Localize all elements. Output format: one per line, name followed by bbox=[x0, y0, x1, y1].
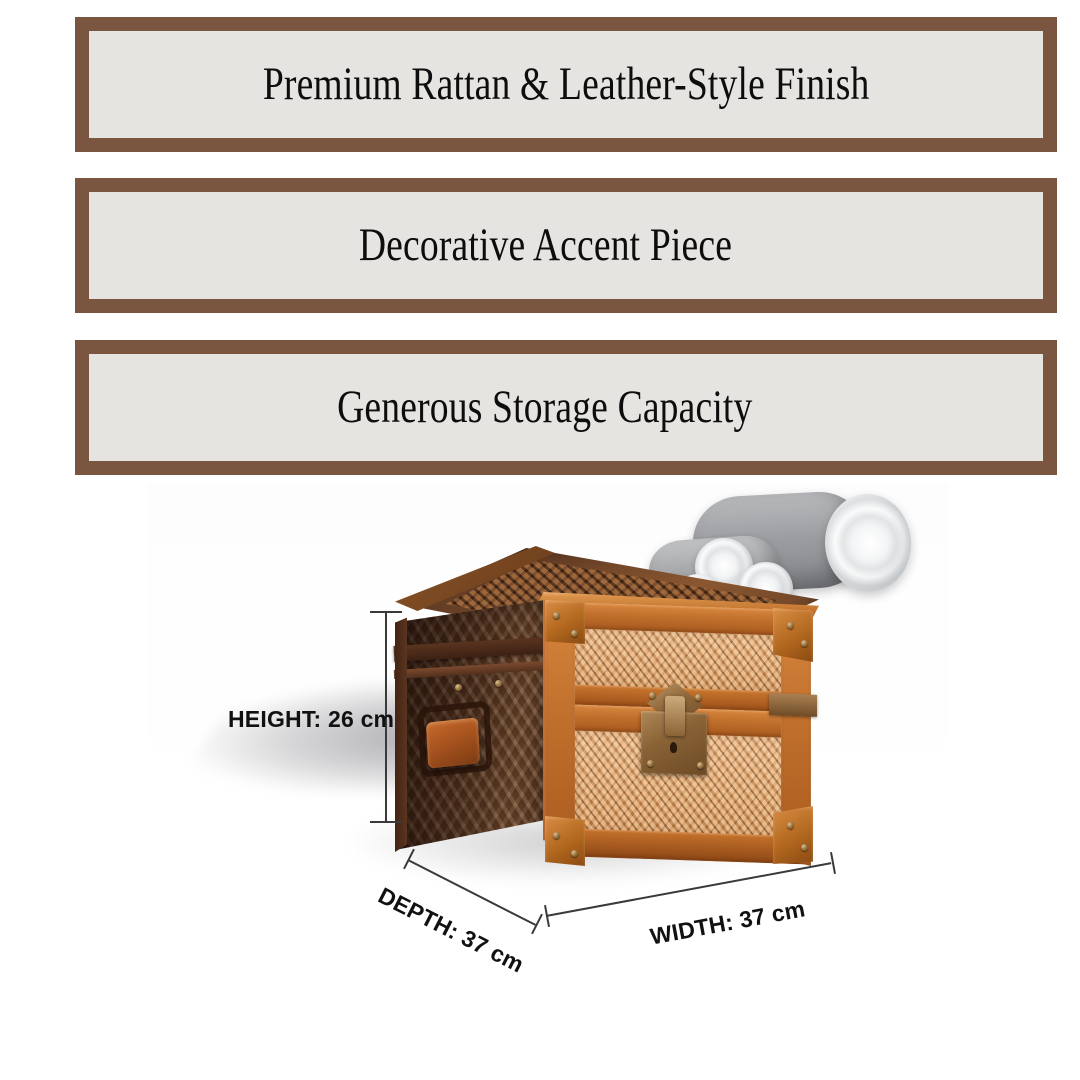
trunk-latch-tongue bbox=[665, 695, 685, 737]
feature-banner-3: Generous Storage Capacity bbox=[75, 340, 1057, 475]
trunk-rivet bbox=[455, 684, 462, 691]
trunk-brass-strap bbox=[769, 693, 817, 717]
storage-trunk bbox=[393, 489, 914, 866]
height-dimension-cap-top bbox=[370, 611, 402, 613]
height-dimension-cap-bottom bbox=[370, 821, 402, 823]
trunk-corner-bottom-right bbox=[773, 806, 813, 864]
trunk-rivet bbox=[647, 760, 654, 767]
product-photo-scene: HEIGHT: 26 cm DEPTH: 37 cm WIDTH: 37 cm bbox=[148, 484, 948, 1080]
trunk-side-edge bbox=[395, 617, 407, 852]
trunk-rivet bbox=[495, 680, 502, 687]
trunk-rivet bbox=[697, 762, 704, 769]
trunk-rivet bbox=[801, 640, 808, 647]
trunk-corner-top-left bbox=[545, 600, 585, 644]
width-dimension-label: WIDTH: 37 cm bbox=[648, 895, 808, 950]
trunk-keyhole-icon bbox=[670, 741, 677, 754]
trunk-rivet bbox=[553, 612, 560, 619]
depth-dimension-label: DEPTH: 37 cm bbox=[374, 882, 529, 978]
trunk-side-handle bbox=[425, 717, 481, 769]
trunk-rivet bbox=[695, 694, 702, 701]
trunk-rivet bbox=[571, 850, 578, 857]
trunk-corner-top-right bbox=[773, 608, 813, 662]
feature-banner-3-label: Generous Storage Capacity bbox=[337, 380, 753, 433]
trunk-rivet bbox=[787, 822, 794, 829]
trunk-rivet bbox=[649, 692, 656, 699]
height-dimension-label: HEIGHT: 26 cm bbox=[228, 706, 395, 732]
product-photo: HEIGHT: 26 cm DEPTH: 37 cm WIDTH: 37 cm bbox=[148, 484, 948, 1080]
trunk-corner-bottom-left bbox=[545, 816, 585, 866]
feature-banner-2: Decorative Accent Piece bbox=[75, 178, 1057, 313]
height-dimension-line bbox=[385, 612, 387, 822]
feature-banner-1: Premium Rattan & Leather-Style Finish bbox=[75, 17, 1057, 152]
feature-banner-1-label: Premium Rattan & Leather-Style Finish bbox=[262, 57, 870, 110]
trunk-rivet bbox=[787, 622, 794, 629]
trunk-rivet bbox=[801, 844, 808, 851]
trunk-rivet bbox=[553, 832, 560, 839]
feature-banner-2-label: Decorative Accent Piece bbox=[358, 218, 732, 271]
trunk-rivet bbox=[571, 630, 578, 637]
